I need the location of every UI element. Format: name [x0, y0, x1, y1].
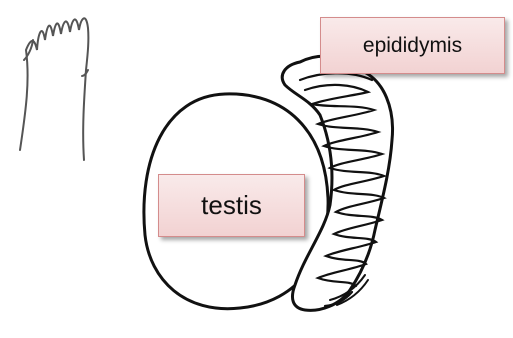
testis-label: testis	[158, 174, 305, 237]
epididymis-label-text: epididymis	[363, 34, 462, 58]
testis-label-text: testis	[201, 190, 262, 221]
epididymis-label: epididymis	[320, 17, 505, 74]
tubule-sketch	[20, 18, 88, 160]
